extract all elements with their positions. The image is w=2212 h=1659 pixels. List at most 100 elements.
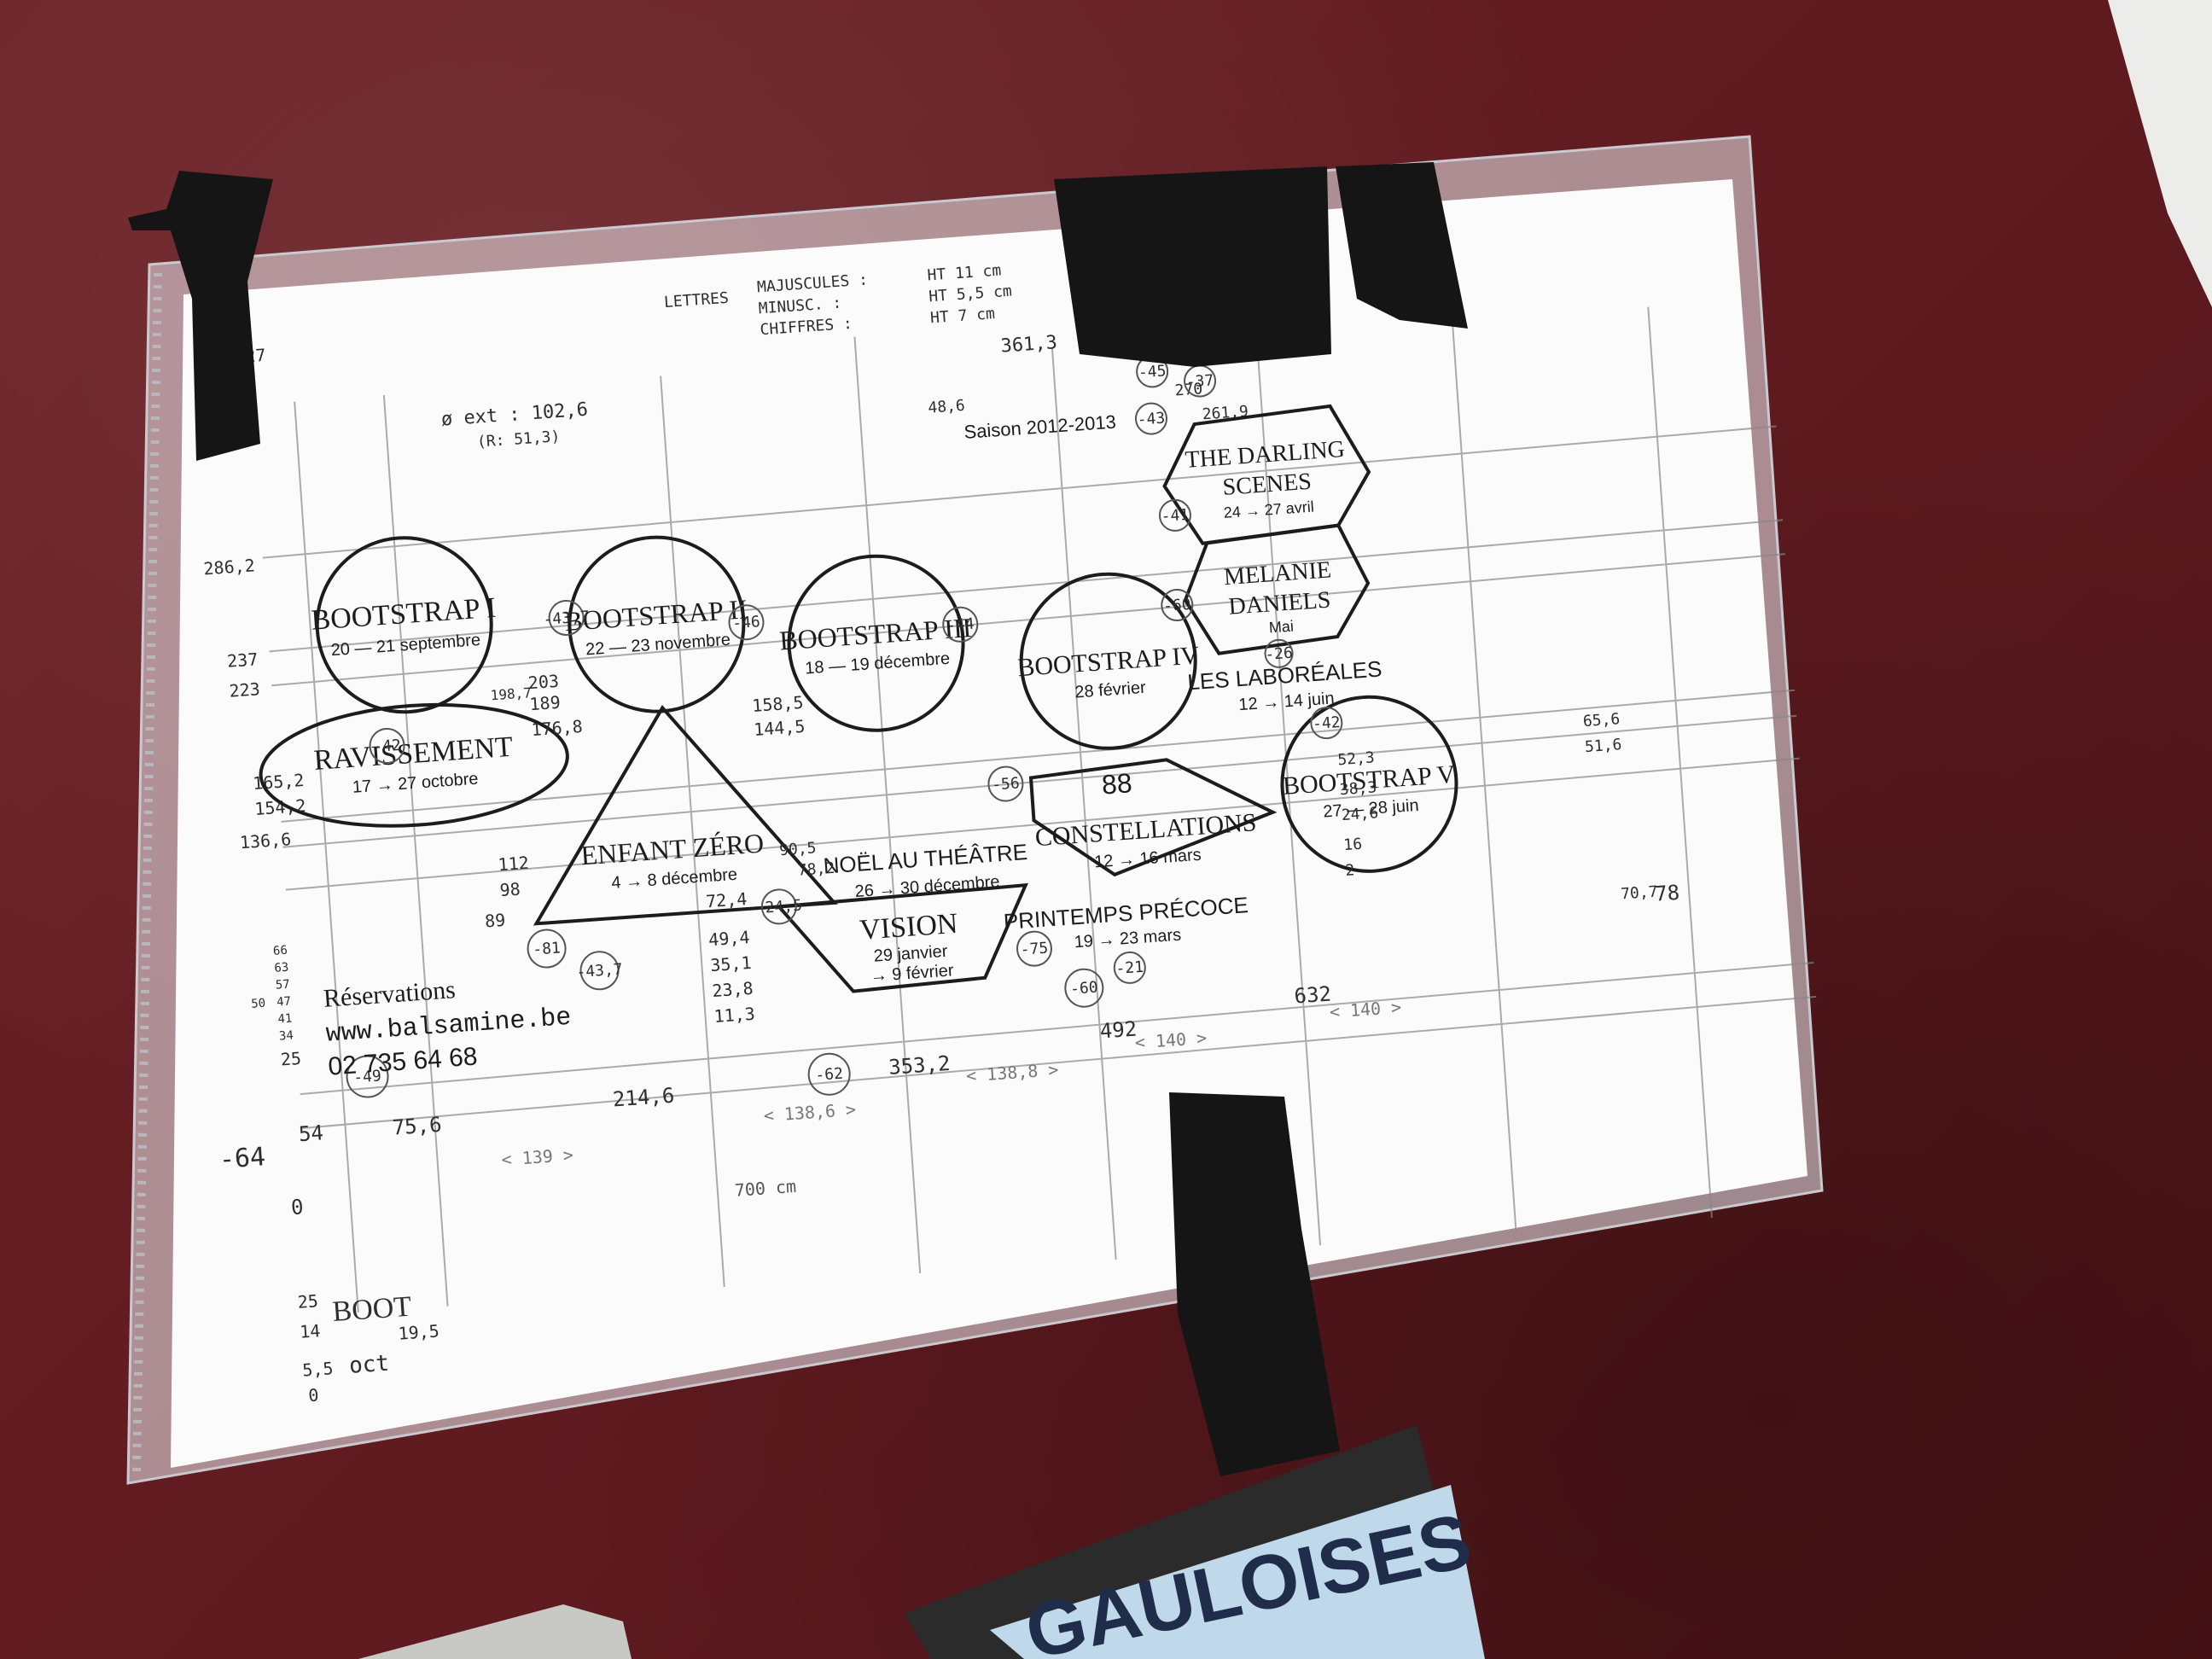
svg-text:158,5: 158,5 — [751, 692, 804, 716]
svg-text:632: 632 — [1294, 982, 1332, 1009]
svg-text:-42: -42 — [373, 736, 402, 756]
svg-text:-26: -26 — [1265, 644, 1294, 664]
svg-text:189: 189 — [529, 692, 562, 714]
ravissement-ellipse — [259, 702, 569, 828]
svg-text:237: 237 — [226, 649, 259, 671]
svg-text:oct: oct — [348, 1351, 390, 1379]
svg-text:65,6: 65,6 — [1582, 710, 1621, 731]
svg-text:214,6: 214,6 — [612, 1084, 675, 1112]
cigarette-pack: GAULOISES — [905, 1425, 1485, 1659]
svg-text:-49: -49 — [353, 1067, 382, 1086]
svg-text:72,4: 72,4 — [705, 888, 748, 911]
svg-text:23,8: 23,8 — [712, 978, 754, 1001]
svg-text:19,5: 19,5 — [398, 1320, 440, 1343]
svg-text:-62: -62 — [815, 1065, 844, 1085]
svg-text:52,3: 52,3 — [1337, 748, 1376, 769]
bootstrap-2-circle — [568, 535, 746, 713]
tape-top-right — [1336, 162, 1468, 329]
svg-text:-60: -60 — [1069, 979, 1098, 998]
svg-text:34: 34 — [278, 1028, 294, 1043]
background-wall — [2108, 0, 2212, 307]
bootstrap-3-circle — [787, 554, 965, 732]
svg-text:176,8: 176,8 — [531, 716, 584, 740]
tape-top-middle — [1054, 166, 1331, 367]
svg-text:286,2: 286,2 — [203, 555, 256, 579]
svg-text:-21: -21 — [1115, 958, 1144, 978]
svg-text:353,2: 353,2 — [888, 1051, 951, 1080]
paper-sheet — [171, 179, 1807, 1468]
svg-text:14: 14 — [299, 1320, 321, 1342]
svg-text:700 cm: 700 cm — [734, 1176, 797, 1201]
measure-48-6: 48,6 — [928, 397, 966, 417]
svg-text:16: 16 — [1343, 835, 1363, 854]
svg-text:47: 47 — [276, 995, 292, 1010]
svg-text:78,2: 78,2 — [797, 859, 835, 880]
svg-text:50: 50 — [251, 997, 266, 1011]
svg-text:54: 54 — [298, 1121, 324, 1146]
svg-text:98: 98 — [499, 879, 521, 901]
svg-text:66: 66 — [272, 944, 288, 958]
svg-text:< 140 >: < 140 > — [1329, 997, 1402, 1022]
svg-text:38,3: 38,3 — [1339, 778, 1377, 799]
svg-text:-45: -45 — [1138, 362, 1167, 381]
svg-text:89: 89 — [484, 910, 506, 932]
event-shapes — [259, 404, 1458, 993]
svg-text:25: 25 — [297, 1290, 319, 1313]
tape-bottom-middle — [1169, 1092, 1340, 1476]
vision-trapezoid — [775, 882, 1028, 993]
svg-text:78: 78 — [1654, 881, 1680, 906]
svg-text:-60: -60 — [1162, 596, 1191, 615]
svg-text:57: 57 — [275, 978, 290, 992]
svg-text:63: 63 — [274, 961, 289, 975]
svg-text:-44: -44 — [946, 615, 975, 635]
svg-text:0: 0 — [308, 1384, 320, 1406]
svg-text:11,3: 11,3 — [713, 1004, 756, 1027]
svg-text:35,1: 35,1 — [710, 952, 753, 975]
svg-text:-43,7: -43,7 — [576, 960, 624, 981]
svg-text:BOOT: BOOT — [331, 1291, 412, 1328]
bootstrap-5-circle — [1280, 695, 1458, 873]
circled-marks: -43,7 -46 -44 -81 -43,7 -24,5 -62 -49 -7… — [346, 355, 1343, 1098]
svg-text:112: 112 — [498, 853, 530, 875]
event-title: VISION — [859, 908, 959, 946]
bootstrap-1-circle — [315, 536, 493, 714]
svg-text:-37: -37 — [1185, 371, 1214, 391]
svg-text:70,7: 70,7 — [1620, 883, 1658, 904]
svg-text:5,5: 5,5 — [302, 1358, 335, 1380]
mid-measures: 203 189 198,7 176,8 112 98 89 158,5 144,… — [484, 671, 835, 1027]
bootstrap-4-circle — [1019, 572, 1197, 750]
svg-text:49,4: 49,4 — [707, 927, 750, 950]
svg-text:198,7: 198,7 — [490, 684, 532, 703]
tape-top-left — [128, 171, 273, 461]
svg-text:-81: -81 — [533, 939, 562, 958]
svg-text:-64: -64 — [218, 1142, 266, 1175]
svg-text:203: 203 — [527, 671, 560, 693]
measure-361: 361,3 — [1000, 332, 1058, 358]
event-date: Mai — [1268, 618, 1294, 637]
svg-text:75,6: 75,6 — [392, 1113, 443, 1140]
svg-text:144,5: 144,5 — [753, 716, 806, 740]
enfant-zero-triangle — [533, 704, 838, 926]
svg-text:90,5: 90,5 — [779, 839, 818, 859]
svg-text:-46: -46 — [732, 613, 761, 632]
svg-text:136,6: 136,6 — [239, 829, 292, 853]
svg-text:0: 0 — [290, 1195, 304, 1220]
svg-text:< 139 >: < 139 > — [501, 1144, 574, 1170]
svg-text:-43: -43 — [1137, 409, 1166, 428]
svg-text:154,2: 154,2 — [253, 795, 306, 819]
svg-text:25: 25 — [280, 1048, 302, 1070]
svg-text:-75: -75 — [1020, 940, 1049, 959]
measure-270: 270 — [1174, 380, 1203, 399]
guide-lines — [262, 306, 1817, 1313]
svg-text:492: 492 — [1099, 1017, 1138, 1044]
svg-text:-42: -42 — [1312, 713, 1341, 733]
event-title: 88 — [1101, 767, 1133, 800]
svg-text:-43,7: -43,7 — [543, 608, 591, 629]
svg-text:51,6: 51,6 — [1584, 736, 1622, 756]
svg-text:24,6: 24,6 — [1341, 804, 1379, 824]
svg-text:< 140 >: < 140 > — [1134, 1027, 1208, 1053]
sleeve-perforation — [132, 272, 162, 1473]
svg-text:-41: -41 — [1161, 506, 1190, 526]
melanie-daniels-octagon — [1183, 523, 1371, 655]
